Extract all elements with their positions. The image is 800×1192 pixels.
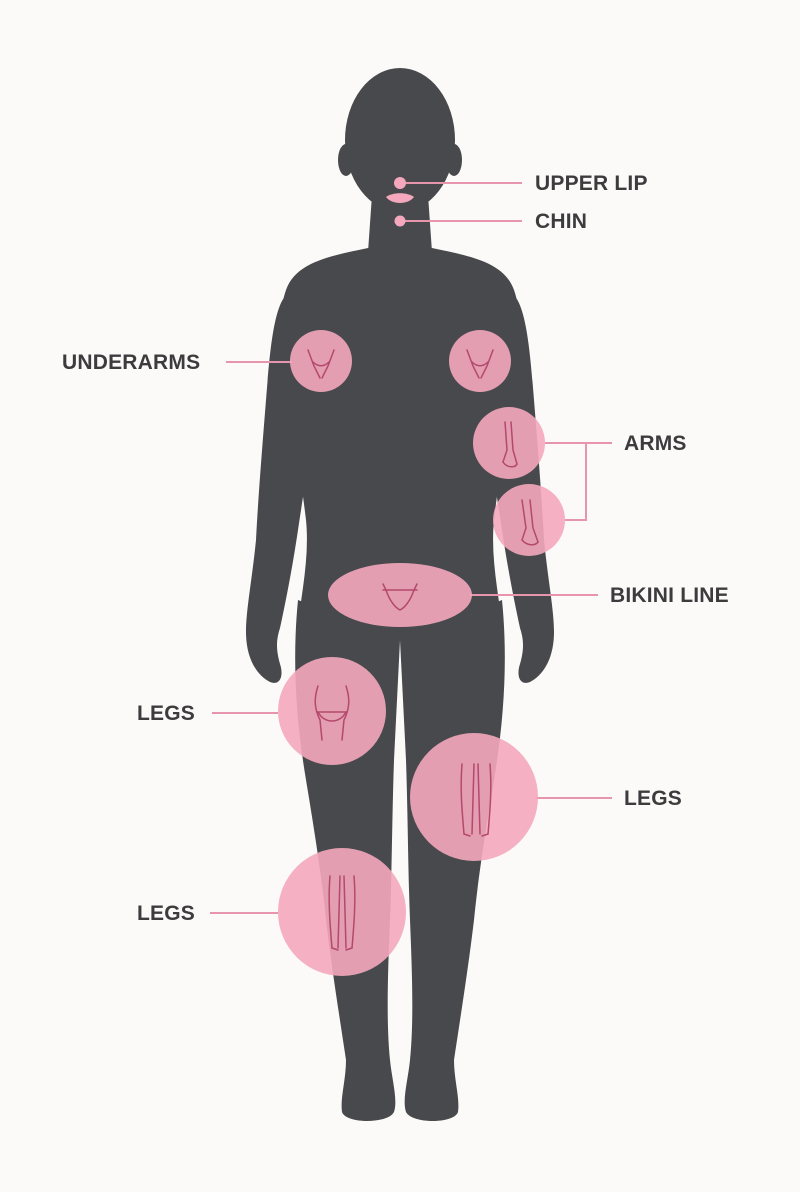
label-legs-lower-left: LEGS	[137, 902, 195, 925]
treatment-zones	[278, 330, 565, 976]
underarm-zone-right	[449, 330, 511, 392]
label-legs-upper-left: LEGS	[137, 702, 195, 725]
legs-icon	[460, 763, 492, 837]
legs-icon	[314, 685, 350, 741]
label-chin: CHIN	[535, 210, 588, 233]
arm-icon	[502, 421, 518, 468]
chin-dot	[394, 215, 406, 227]
legs-zone-upper-left	[278, 657, 386, 765]
leader-arms	[545, 442, 612, 521]
legs-zone-lower-left	[278, 848, 406, 976]
label-arms: ARMS	[624, 432, 687, 455]
underarm-icon	[307, 349, 335, 379]
underarm-zone-left	[290, 330, 352, 392]
arm-icon	[521, 499, 539, 546]
leader-lines	[210, 182, 612, 914]
underarm-icon	[466, 349, 494, 379]
legs-zone-right	[410, 733, 538, 861]
arm-zone-lower	[493, 484, 565, 556]
upper-lip-dot	[394, 177, 406, 189]
bikini-zone	[328, 563, 472, 627]
legs-icon	[328, 875, 356, 951]
arm-zone-upper	[473, 407, 545, 479]
zone-icons	[307, 349, 539, 951]
face-markers	[386, 177, 414, 227]
label-bikini-line: BIKINI LINE	[610, 584, 729, 607]
bikini-icon	[382, 583, 418, 611]
lips-icon	[386, 193, 414, 203]
label-upper-lip: UPPER LIP	[535, 172, 648, 195]
label-legs-right: LEGS	[624, 787, 682, 810]
label-underarms: UNDERARMS	[62, 351, 201, 374]
